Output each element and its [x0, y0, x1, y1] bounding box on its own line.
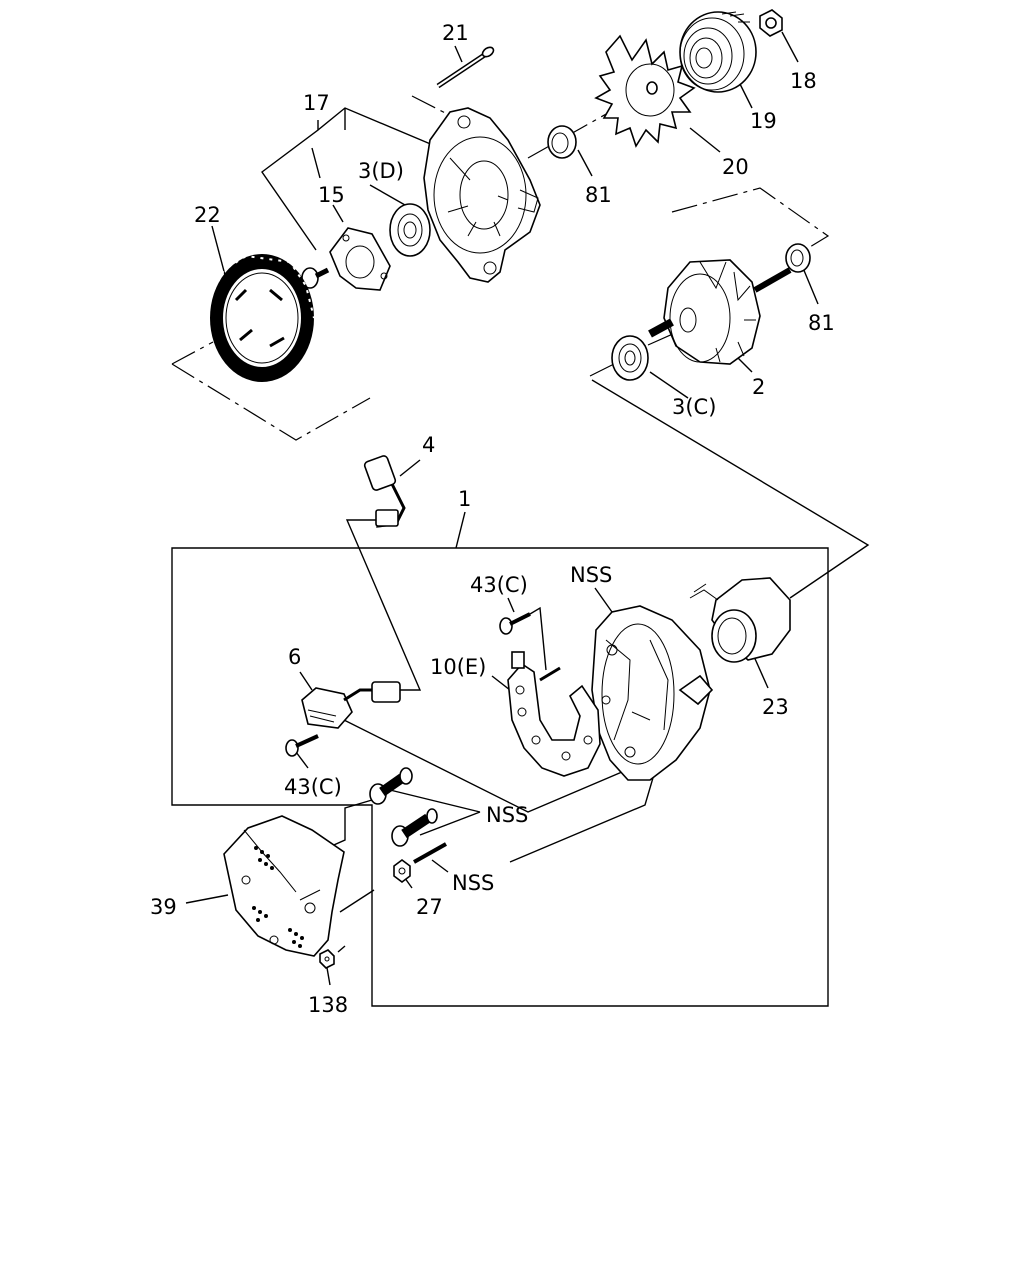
- callout-43c-upper: 43(C): [470, 573, 528, 597]
- leader-lines: [171, 31, 870, 1007]
- part-81-collar-upper: [547, 125, 577, 159]
- part-retainer-screw: [301, 267, 330, 289]
- part-rear-housing: [591, 605, 714, 781]
- part-front-housing: [423, 107, 541, 283]
- part-27-nut: [393, 842, 447, 883]
- part-18-pulley-nut: [759, 9, 783, 37]
- part-21-through-bolt: [436, 46, 495, 89]
- part-15-retainer-plate: [329, 227, 391, 291]
- callout-labels: 21 17 18 19 20 3(D) 15 22 81 81 2 3(C) 4…: [150, 21, 835, 1017]
- callout-10e: 10(E): [430, 655, 486, 679]
- part-23-rear-cover: [689, 577, 791, 663]
- callout-21: 21: [442, 21, 469, 45]
- callout-18: 18: [790, 69, 817, 93]
- part-138-nut: [319, 949, 335, 969]
- part-20-cooling-fan: [594, 34, 696, 148]
- callout-4: 4: [422, 433, 435, 457]
- part-6-regulator: [301, 681, 401, 729]
- part-43c-screw-upper: [499, 612, 531, 635]
- part-2-rotor: [648, 259, 792, 365]
- callout-3d: 3(D): [358, 159, 404, 183]
- part-3d-front-bearing: [389, 203, 431, 257]
- callout-17: 17: [303, 91, 330, 115]
- callout-1: 1: [458, 487, 471, 511]
- callout-nss-upper: NSS: [570, 563, 612, 587]
- callout-nss-mid: NSS: [486, 803, 528, 827]
- part-4-connector-harness: [363, 455, 406, 528]
- part-terminal-insulators: [369, 767, 438, 847]
- callout-81-right: 81: [808, 311, 835, 335]
- part-39-end-cover: [223, 815, 345, 957]
- part-43c-screw-lower: [285, 734, 319, 757]
- part-19-pulley: [679, 11, 757, 93]
- callout-19: 19: [750, 109, 777, 133]
- callout-nss-low: NSS: [452, 871, 494, 895]
- callout-43c-lower: 43(C): [284, 775, 342, 799]
- callout-22: 22: [194, 203, 221, 227]
- callout-3c: 3(C): [672, 395, 716, 419]
- callout-15: 15: [318, 183, 345, 207]
- callout-81-upper: 81: [585, 183, 612, 207]
- callout-27: 27: [416, 895, 443, 919]
- part-3c-rear-bearing: [611, 335, 649, 381]
- callout-23: 23: [762, 695, 789, 719]
- callout-20: 20: [722, 155, 749, 179]
- part-10e-rectifier: [507, 651, 601, 777]
- part-81-collar-right: [785, 243, 811, 273]
- part-22-stator: [210, 254, 315, 382]
- vent-hole-pattern: [252, 846, 304, 948]
- callout-39: 39: [150, 895, 177, 919]
- callout-6: 6: [288, 645, 301, 669]
- callout-2: 2: [752, 375, 765, 399]
- callout-138: 138: [308, 993, 348, 1017]
